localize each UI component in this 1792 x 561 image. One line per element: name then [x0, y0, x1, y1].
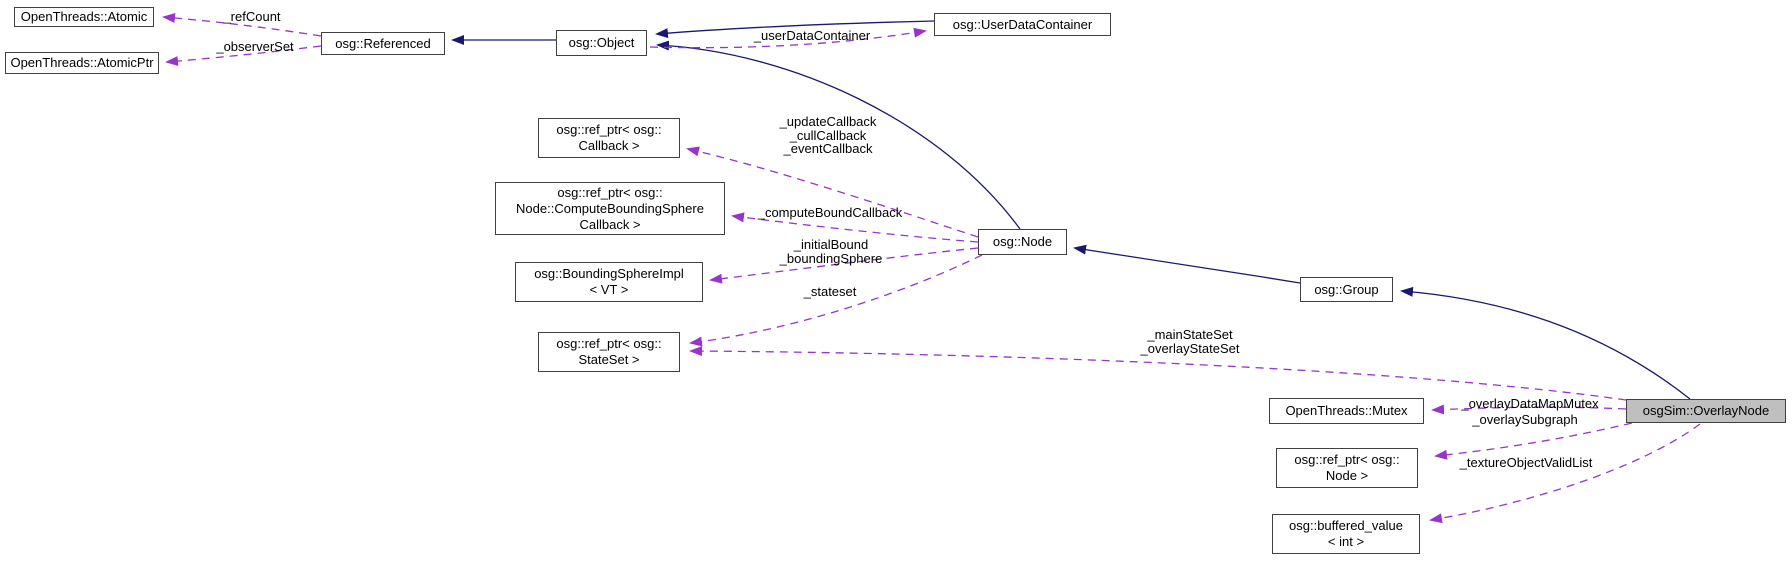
class-node-label-line1: osg::ref_ptr< osg::	[557, 184, 663, 200]
edge-label-callbacks: _updateCallback _cullCallback _eventCall…	[780, 115, 877, 156]
edge-usage-overlaysubgraph	[1434, 422, 1633, 460]
class-node-osg-userdatacontainer[interactable]: osg::UserDataContainer	[934, 13, 1111, 36]
edge-usage-mainstateset	[689, 346, 1627, 401]
edge-inheritance-overlaynode-to-group	[1400, 286, 1691, 400]
edge-label-textureobjectvalidlist: _textureObjectValidList	[1459, 455, 1593, 470]
class-node-label: osg::Node	[992, 234, 1053, 249]
edge-label-observerset: _observerSet	[216, 39, 294, 54]
edge-inheritance-node-to-object	[656, 40, 1021, 230]
class-node-label-line1: osg::ref_ptr< osg::	[556, 122, 662, 137]
edge-usage-overlaydatamapmutex	[1431, 404, 1627, 415]
edge-label-overlaysubgraph: _overlaySubgraph	[1472, 412, 1578, 427]
class-node-label-line1: osg::BoundingSphereImpl	[534, 266, 684, 281]
edge-label-bound-group: _initialBound _boundingSphere	[780, 238, 883, 265]
class-node-osg-node[interactable]: osg::Node	[978, 229, 1067, 255]
class-node-label-line2: Callback >	[578, 138, 640, 153]
class-node-osg-group[interactable]: osg::Group	[1300, 277, 1393, 302]
edge-label-initialbound: _initialBound	[793, 237, 869, 252]
class-node-openthreads-atomicptr[interactable]: OpenThreads::AtomicPtr	[5, 52, 159, 74]
class-node-label: osgSim::OverlayNode	[1642, 403, 1770, 418]
class-node-label-line2: < int >	[1327, 534, 1365, 549]
class-node-osg-referenced[interactable]: osg::Referenced	[321, 32, 445, 55]
edge-label-overlaystateset: _overlayStateSet	[1140, 340, 1240, 356]
edge-usage-computeboundcallback	[731, 212, 979, 243]
edge-label-cullcallback: _cullCallback	[789, 127, 867, 143]
class-node-label: OpenThreads::AtomicPtr	[10, 55, 154, 70]
class-node-label: osg::Referenced	[335, 35, 431, 51]
edge-label-stateset: _stateset	[803, 284, 857, 299]
class-node-refptr-computeboundingspherecallback[interactable]: osg::ref_ptr< osg:: Node::ComputeBoundin…	[495, 182, 725, 235]
class-node-boundingsphereimpl[interactable]: osg::BoundingSphereImpl < VT >	[515, 262, 703, 302]
edge-label-stateset-group: _mainStateSet _overlayStateSet	[1140, 328, 1239, 355]
class-node-label: osg::Group	[1314, 281, 1379, 297]
edge-label-mainstateset: _mainStateSet	[1147, 327, 1233, 342]
class-node-refptr-callback[interactable]: osg::ref_ptr< osg:: Callback >	[538, 118, 680, 158]
class-node-label-line1: osg::ref_ptr< osg::	[1294, 452, 1400, 467]
edge-label-userdatacontainer: _userDataContainer	[753, 28, 871, 43]
class-node-label-line3: Callback >	[579, 216, 641, 232]
class-node-refptr-node[interactable]: osg::ref_ptr< osg:: Node >	[1276, 448, 1418, 488]
edge-label-overlaydatamapmutex: _overlayDataMapMutex	[1461, 396, 1599, 411]
edge-label-boundingsphere: _boundingSphere	[779, 250, 883, 266]
edge-label-eventcallback: _eventCallback	[783, 141, 873, 156]
class-node-osg-object[interactable]: osg::Object	[556, 30, 647, 56]
class-node-label-line2: Node::ComputeBoundingSphere	[516, 200, 704, 216]
class-node-osgsim-overlaynode: osgSim::OverlayNode	[1626, 399, 1786, 423]
edge-usage-textureobjectvalidlist	[1429, 423, 1701, 524]
edge-usage-callbacks	[686, 146, 979, 238]
edge-inheritance-group-to-node	[1073, 244, 1301, 284]
edge-inheritance-userdatacontainer-to-object	[655, 20, 935, 39]
edge-usage-boundingsphere	[709, 247, 979, 284]
class-node-openthreads-atomic[interactable]: OpenThreads::Atomic	[14, 7, 154, 27]
class-node-label-line2: < VT >	[589, 282, 629, 297]
edge-label-refcount: _refCount	[223, 9, 281, 24]
class-node-label: OpenThreads::Atomic	[20, 9, 148, 24]
edge-label-computeboundcallback: _computeBoundCallback	[757, 205, 903, 220]
class-node-label: osg::Object	[568, 35, 635, 50]
edge-label-updatecallback: _updateCallback	[779, 114, 877, 129]
class-node-label: OpenThreads::Mutex	[1285, 403, 1408, 418]
class-node-label-line2: StateSet >	[578, 352, 640, 367]
edge-usage-observerset	[165, 45, 322, 67]
edge-usage-refcount	[162, 12, 322, 37]
class-node-label-line1: osg::buffered_value	[1289, 518, 1403, 533]
class-node-openthreads-mutex[interactable]: OpenThreads::Mutex	[1269, 398, 1424, 424]
class-node-buffered-value[interactable]: osg::buffered_value < int >	[1272, 514, 1420, 554]
class-node-label-line2: Node >	[1325, 468, 1369, 483]
class-node-label-line1: osg::ref_ptr< osg::	[556, 336, 662, 351]
class-node-label: osg::UserDataContainer	[952, 16, 1093, 32]
class-node-refptr-stateset[interactable]: osg::ref_ptr< osg:: StateSet >	[538, 332, 680, 372]
edge-usage-stateset	[689, 254, 983, 347]
